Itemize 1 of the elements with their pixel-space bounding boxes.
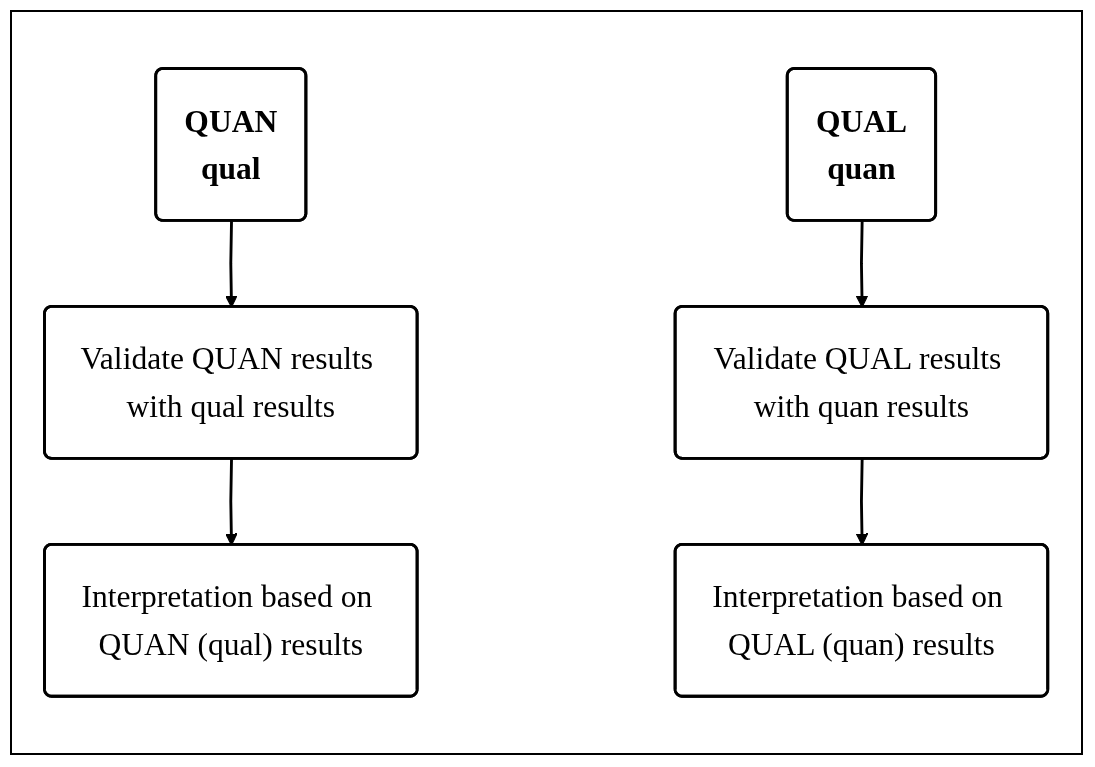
flowchart: QUAN qual Validate QUAN results with qual results Interpretation based on QUAN (qual) results QUAL quan Validate QUAL results with quan results Interpretation based on QUAL (quan) results [33, 57, 1060, 708]
